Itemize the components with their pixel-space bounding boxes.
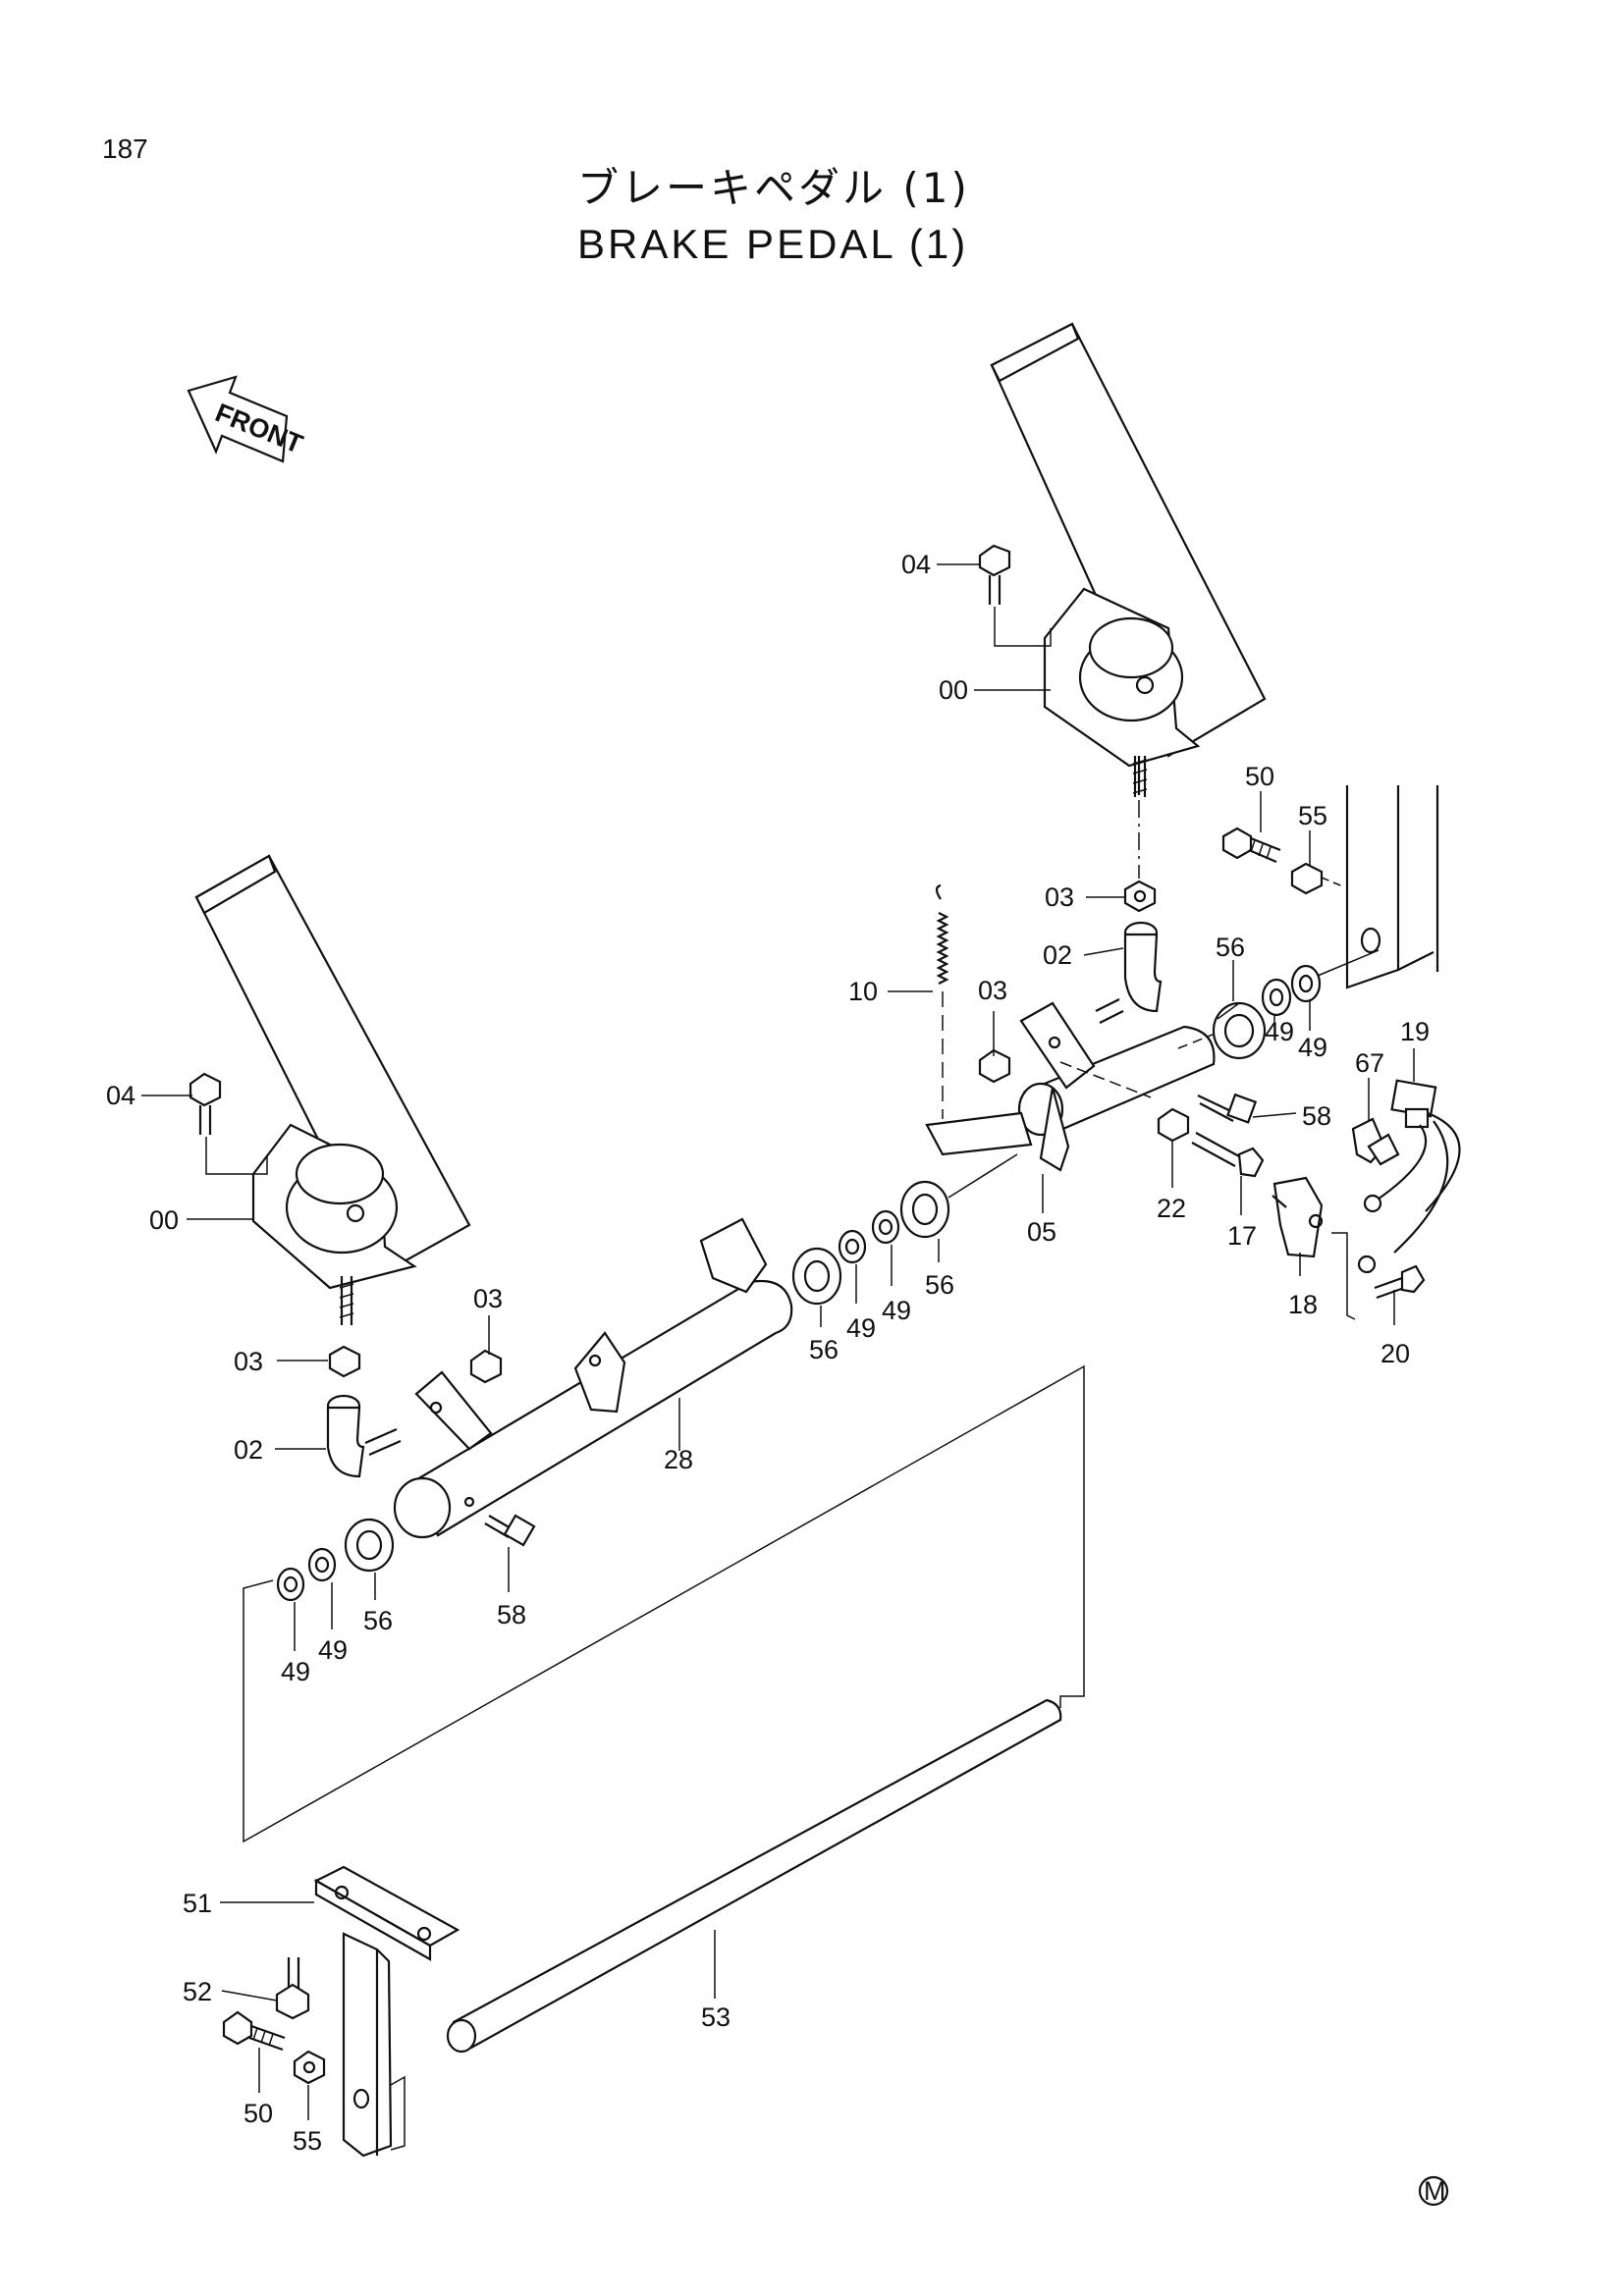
- callout-49-right-2: 49: [1298, 1033, 1327, 1062]
- model-mark-letter: M: [1424, 2176, 1446, 2206]
- bolt-50-top: [1221, 827, 1281, 864]
- callout-03-right-upper: 03: [1045, 882, 1074, 912]
- right-bolt-04: [978, 544, 1052, 647]
- callout-49-left-b: 49: [281, 1657, 310, 1686]
- grease-nipple-58-left: [484, 1514, 536, 1547]
- callout-67: 67: [1355, 1048, 1384, 1078]
- leader-box: [243, 1364, 1085, 1843]
- mid-bearing-56-b: [899, 1153, 1018, 1239]
- pivot-tube-05: [925, 1001, 1218, 1172]
- callout-28: 28: [664, 1445, 693, 1474]
- callout-53: 53: [701, 2002, 731, 2032]
- callout-50-top: 50: [1245, 762, 1274, 791]
- switch-bracket-67: [1351, 1117, 1400, 1166]
- left-nut-03: [328, 1345, 361, 1378]
- front-arrow-icon: FRONT: [187, 375, 307, 463]
- callout-02-right: 02: [1043, 940, 1072, 970]
- callout-20: 20: [1380, 1339, 1410, 1368]
- left-pedal-assembly: [189, 854, 471, 1325]
- callout-18: 18: [1288, 1290, 1318, 1319]
- callout-49-mid-b: 49: [882, 1296, 911, 1325]
- callout-56-mid-b: 56: [925, 1270, 954, 1300]
- washers-49-right: [1261, 949, 1380, 1017]
- title-block: ブレーキペダル (1) BRAKE PEDAL (1): [577, 155, 970, 268]
- callout-56-right-upper: 56: [1216, 933, 1245, 962]
- callout-22: 22: [1157, 1194, 1186, 1223]
- callout-00-left: 00: [149, 1205, 179, 1235]
- connector-19: [1357, 1079, 1461, 1274]
- callout-51: 51: [183, 1889, 212, 1918]
- left-washers-49: [276, 1547, 337, 1602]
- title-japanese: ブレーキペダル (1): [577, 164, 970, 212]
- callout-05: 05: [1027, 1217, 1056, 1247]
- callout-58-right: 58: [1302, 1101, 1331, 1131]
- callout-00-right: 00: [939, 675, 968, 705]
- callout-50-bottom: 50: [244, 2099, 273, 2128]
- right-elbow-02: [1095, 921, 1163, 1024]
- bracket-51: [313, 1865, 460, 2158]
- leader-lines: [141, 563, 1415, 2120]
- left-bearing-56: [344, 1518, 395, 1573]
- left-elbow-02: [326, 1394, 402, 1478]
- callout-17: 17: [1227, 1221, 1257, 1251]
- callout-49-left-a: 49: [318, 1635, 348, 1665]
- callout-55-top: 55: [1298, 801, 1327, 830]
- rod-53: [446, 1698, 1062, 2054]
- bolt-52: [275, 1957, 310, 2020]
- left-nut-03-upper: [469, 1349, 503, 1384]
- bolt-50-bottom: [222, 2010, 286, 2052]
- callout-52: 52: [183, 1977, 212, 2006]
- callout-03-right-mid: 03: [978, 976, 1007, 1005]
- right-nut-03-mid: [978, 1048, 1011, 1084]
- title-english: BRAKE PEDAL (1): [577, 221, 969, 267]
- bearing-56-right-upper: [1212, 1001, 1267, 1060]
- callout-03-left-upper: 03: [473, 1284, 503, 1313]
- callout-19: 19: [1400, 1017, 1430, 1046]
- pedal-shaft-28: [393, 1217, 793, 1539]
- bolt-20: [1374, 1264, 1426, 1300]
- model-mark: M: [1418, 2175, 1449, 2207]
- left-pedal-stud: [339, 1276, 354, 1325]
- callout-58-left: 58: [497, 1600, 526, 1629]
- page-number: 187: [102, 133, 148, 164]
- callout-56-mid-a: 56: [809, 1335, 839, 1364]
- nut-22: [1157, 1107, 1190, 1143]
- callout-04-right: 04: [901, 550, 931, 579]
- callout-10: 10: [848, 977, 878, 1006]
- spring-10: [935, 883, 949, 1119]
- callout-03-left: 03: [234, 1347, 263, 1376]
- limit-switch-18: [1272, 1176, 1356, 1320]
- right-nut-03: [1123, 880, 1157, 913]
- right-pedal-stud: [1132, 756, 1148, 797]
- left-bolt-04: [189, 1072, 268, 1175]
- callout-55-bottom: 55: [293, 2126, 322, 2156]
- callout-02-left: 02: [234, 1435, 263, 1465]
- mid-bearing-56-a: [791, 1247, 842, 1306]
- grease-nipple-58-right: [1197, 1093, 1258, 1124]
- bolt-17: [1191, 1132, 1265, 1178]
- frame-post: [1345, 785, 1439, 989]
- callout-49-right-1: 49: [1265, 1017, 1294, 1046]
- nut-55-top: [1290, 862, 1346, 895]
- callout-56-left: 56: [363, 1606, 393, 1635]
- callout-49-mid-a: 49: [846, 1313, 876, 1343]
- front-label: FRONT: [211, 398, 307, 459]
- right-pedal-assembly: [935, 322, 1267, 1119]
- callout-04-left: 04: [106, 1081, 135, 1110]
- mid-washers-49: [838, 1209, 900, 1264]
- nut-55-bottom: [293, 2050, 326, 2085]
- callouts: 04 00 50 55 03 02 56 10 03 49 49 19 67 5…: [106, 550, 1430, 2156]
